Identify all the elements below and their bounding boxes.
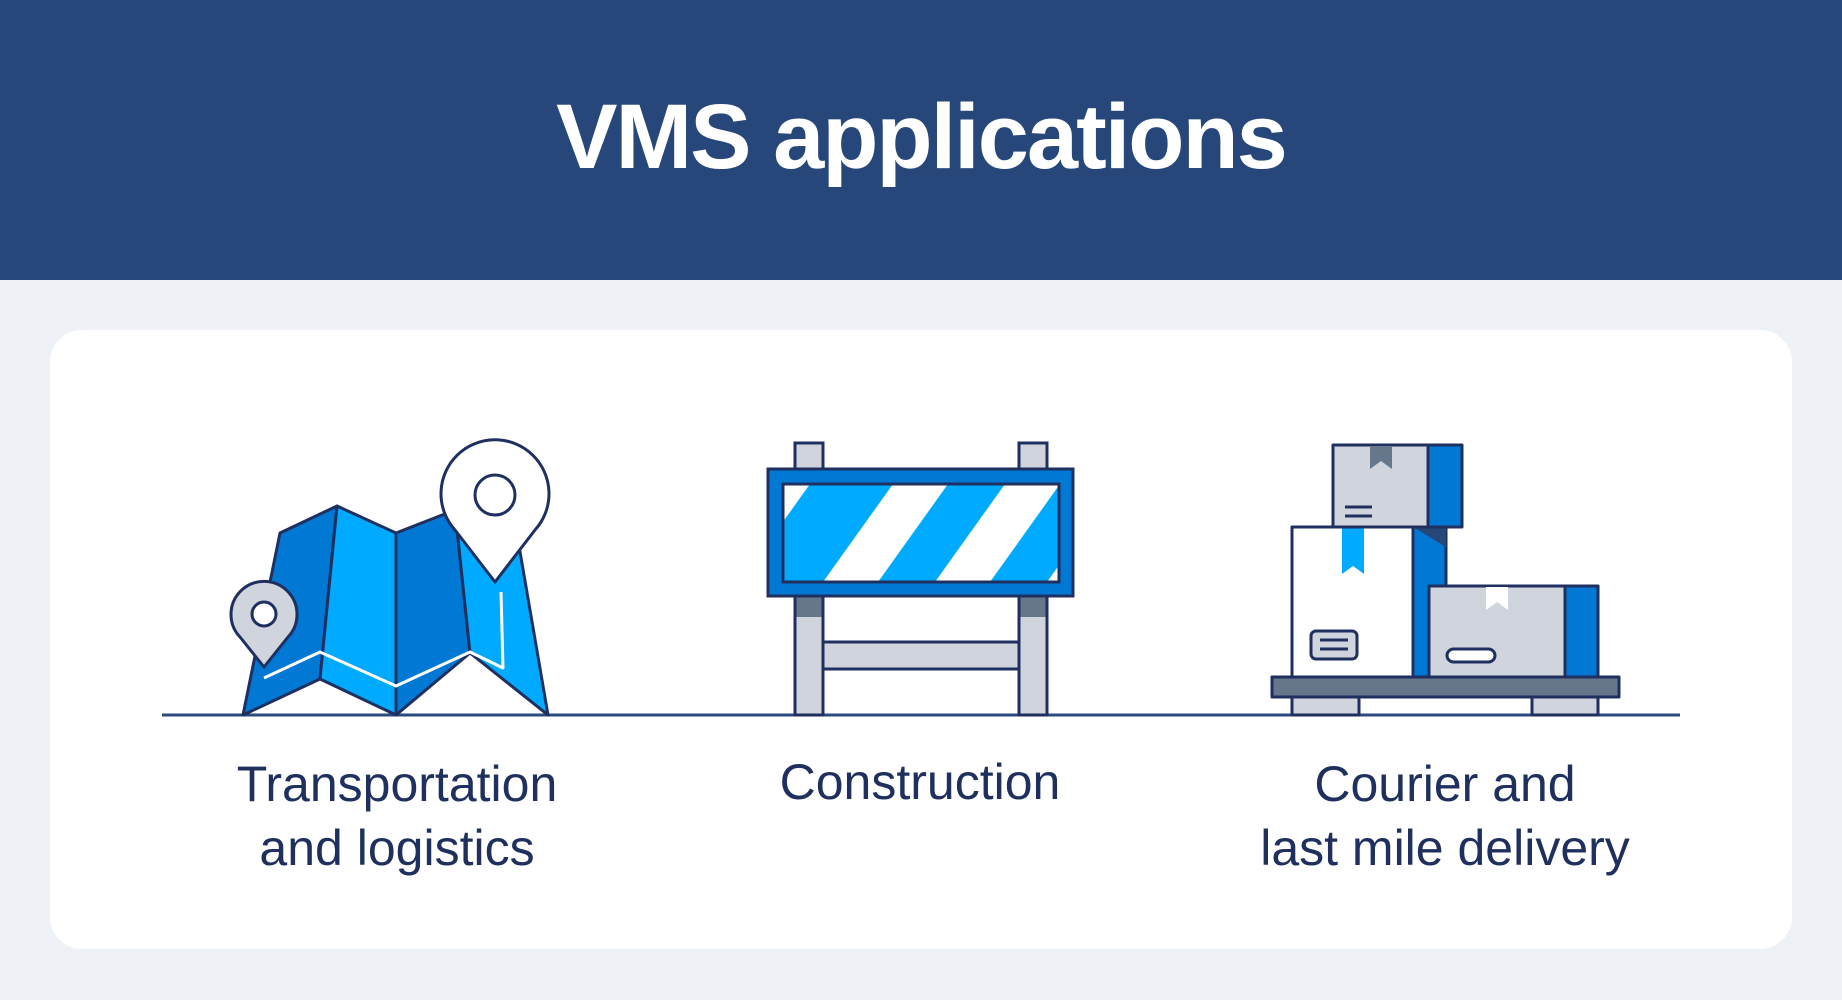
application-label-courier: Courier and last mile delivery [1185,752,1705,880]
label-line: and logistics [259,820,535,876]
header-banner: VMS applications [0,0,1842,280]
label-line: Courier and [1314,756,1576,812]
application-label-construction: Construction [660,750,1180,814]
label-line: Construction [779,754,1061,810]
page-title: VMS applications [556,86,1288,188]
label-line: last mile delivery [1260,820,1630,876]
application-label-transportation: Transportation and logistics [137,752,657,880]
label-line: Transportation [236,756,558,812]
